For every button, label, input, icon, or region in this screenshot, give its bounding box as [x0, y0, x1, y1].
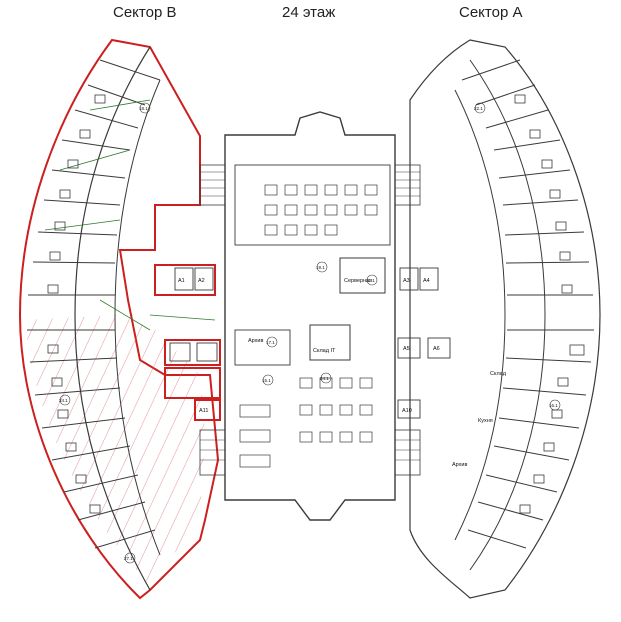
room-number: 19.1	[316, 265, 325, 270]
room-number: 15.1	[262, 378, 271, 383]
central-core	[169, 111, 451, 521]
lift-a10: А10	[402, 408, 412, 414]
room-number: 27.1	[124, 556, 133, 561]
lift-a6: А6	[433, 346, 440, 352]
lift-a4: А4	[423, 278, 430, 284]
sector-b-label: Сектор B	[113, 4, 177, 21]
lift-a2: А2	[198, 278, 205, 284]
room-number: 24.1	[320, 376, 329, 381]
lift-a3: А3	[403, 278, 410, 284]
room-archive-center: Архив	[248, 338, 263, 344]
room-server: Серверная	[344, 278, 372, 284]
lift-a5: А5	[403, 346, 410, 352]
room-kitchen: Кухня	[478, 418, 493, 424]
sector-b-wing	[18, 38, 221, 600]
room-number: 22.1	[474, 106, 483, 111]
room-storage-it: Склад IT	[313, 348, 336, 354]
room-archive-right: Архив	[452, 462, 467, 468]
room-numbers: 19.1 17.1 24.1 15.1 21.1 18.1 22.1 16.1 …	[59, 102, 561, 564]
room-number: 24.1	[59, 398, 68, 403]
room-number: 21.1	[366, 278, 375, 283]
lift-a1: А1	[178, 278, 185, 284]
floor-label: 24 этаж	[282, 4, 336, 21]
sector-a-label: Сектор A	[459, 4, 523, 21]
room-storage-right: Склад	[490, 371, 507, 377]
room-number: 18.1	[139, 106, 148, 111]
sector-a-wing	[409, 39, 601, 599]
room-number: 16.1	[549, 403, 558, 408]
lift-a11: А11	[199, 408, 208, 414]
room-number: 17.1	[266, 340, 275, 345]
